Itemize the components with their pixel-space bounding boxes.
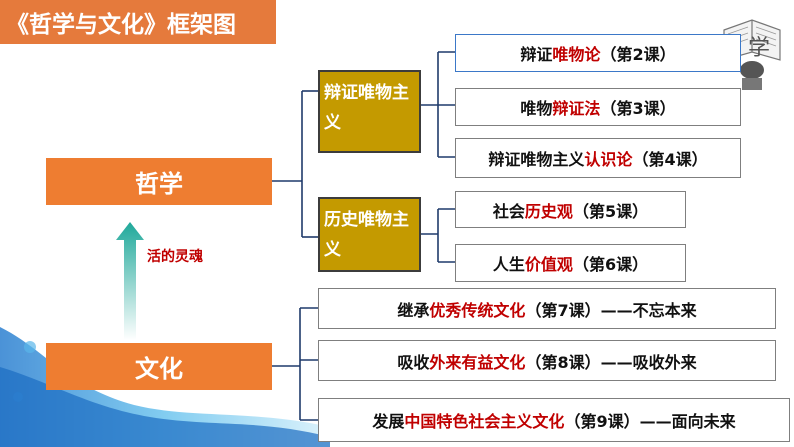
lesson-6-box: 人生价值观（第6课） [455,244,686,282]
node-culture: 文化 [46,343,272,390]
node-historical-materialism: 历史唯物主义 [318,197,421,272]
lesson-9-box: 发展中国特色社会主义文化（第9课）——面向未来 [318,398,790,442]
soul-label: 活的灵魂 [147,249,203,265]
lesson-3-box: 唯物辩证法（第3课） [455,88,741,126]
lesson-8-box: 吸收外来有益文化（第8课）——吸收外来 [318,340,776,381]
lesson-5-box: 社会历史观（第5课） [455,191,686,228]
lesson-7-box: 继承优秀传统文化（第7课）——不忘本来 [318,288,776,329]
lesson-2-box: 辩证唯物论（第2课） [455,34,741,72]
node-philosophy: 哲学 [46,158,272,205]
corner-character: 学 [748,36,771,61]
node-dialectical-materialism: 辩证唯物主义 [318,70,421,153]
page-title: 《哲学与文化》框架图 [0,0,276,44]
up-arrow-icon [116,222,144,340]
lesson-4-box: 辩证唯物主义认识论（第4课） [455,138,741,178]
